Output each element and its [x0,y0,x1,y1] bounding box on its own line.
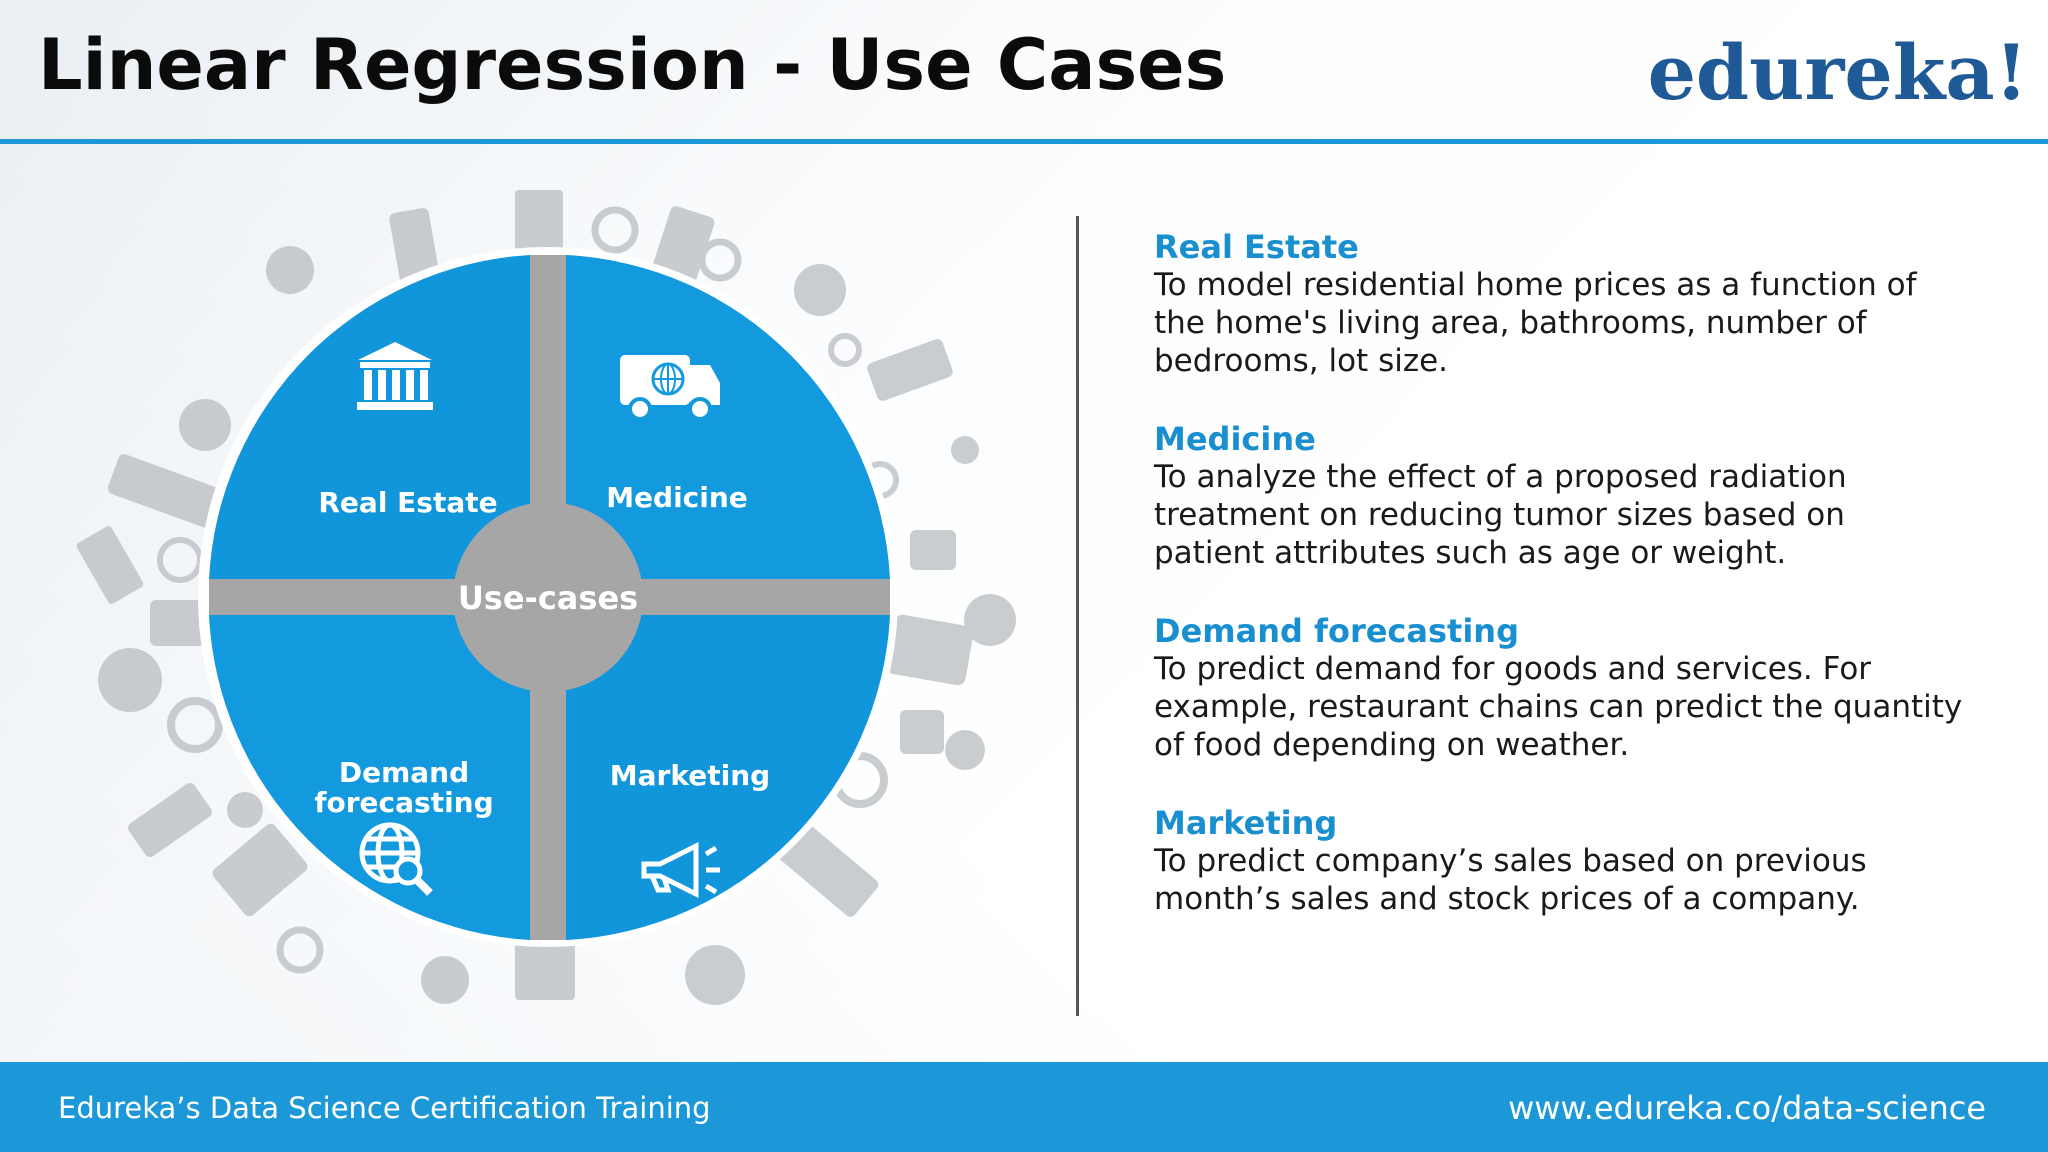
use-case-demand-forecasting: Demand forecasting To predict demand for… [1154,612,2014,764]
page-title: Linear Regression - Use Cases [38,24,1227,106]
use-cases-hub: Use-cases Real Estate Me [76,190,1016,1005]
quadrant-demand [209,615,530,940]
use-case-line: treatment on reducing tumor sizes based … [1154,497,1845,533]
header-rule [0,139,2048,144]
use-case-marketing: Marketing To predict company’s sales bas… [1154,804,2014,918]
use-case-line: To predict demand for goods and services… [1154,651,1872,687]
footer-course-name: Edureka’s Data Science Certification Tra… [58,1091,711,1125]
use-case-line: of food depending on weather. [1154,727,1630,763]
use-case-title: Real Estate [1154,228,1359,266]
center-label: Use-cases [458,579,638,617]
footer-bar: Edureka’s Data Science Certification Tra… [0,1062,2048,1152]
use-case-line: To predict company’s sales based on prev… [1154,843,1867,879]
edureka-logo: edureka! [1647,28,2028,117]
quadrant-label-marketing: Marketing [610,759,770,792]
vertical-divider [1076,216,1079,1016]
use-case-line: month’s sales and stock prices of a comp… [1154,881,1860,917]
quadrant-label-real-estate: Real Estate [318,486,497,519]
bank-building-icon [357,342,433,410]
quadrant-label-forecasting: forecasting [314,786,493,819]
center-circle [453,502,643,692]
use-case-line: example, restaurant chains can predict t… [1154,689,1963,725]
globe-search-icon [359,822,433,896]
use-case-line: bedrooms, lot size. [1154,343,1449,379]
use-case-line: To analyze the effect of a proposed radi… [1154,459,1847,495]
use-case-real-estate: Real Estate To model residential home pr… [1154,228,2014,380]
use-case-medicine: Medicine To analyze the effect of a prop… [1154,420,2014,572]
quadrant-label-demand: Demand [339,756,469,789]
ambulance-icon [620,355,720,421]
footer-url[interactable]: www.edureka.co/data-science [1508,1089,1986,1127]
use-case-line: To model residential home prices as a fu… [1154,267,1917,303]
quadrant-real-estate [209,255,530,579]
use-case-title: Marketing [1154,804,1338,842]
use-case-line: patient attributes such as age or weight… [1154,535,1787,571]
quadrant-label-medicine: Medicine [606,481,748,514]
quadrant-medicine [566,255,890,579]
use-case-list: Real Estate To model residential home pr… [1154,228,2014,958]
quadrant-marketing [566,615,890,940]
use-case-line: the home's living area, bathrooms, numbe… [1154,305,1867,341]
use-case-title: Demand forecasting [1154,612,1519,650]
megaphone-icon [641,841,720,899]
decorative-icon-ring [76,190,1016,1005]
use-case-title: Medicine [1154,420,1316,458]
